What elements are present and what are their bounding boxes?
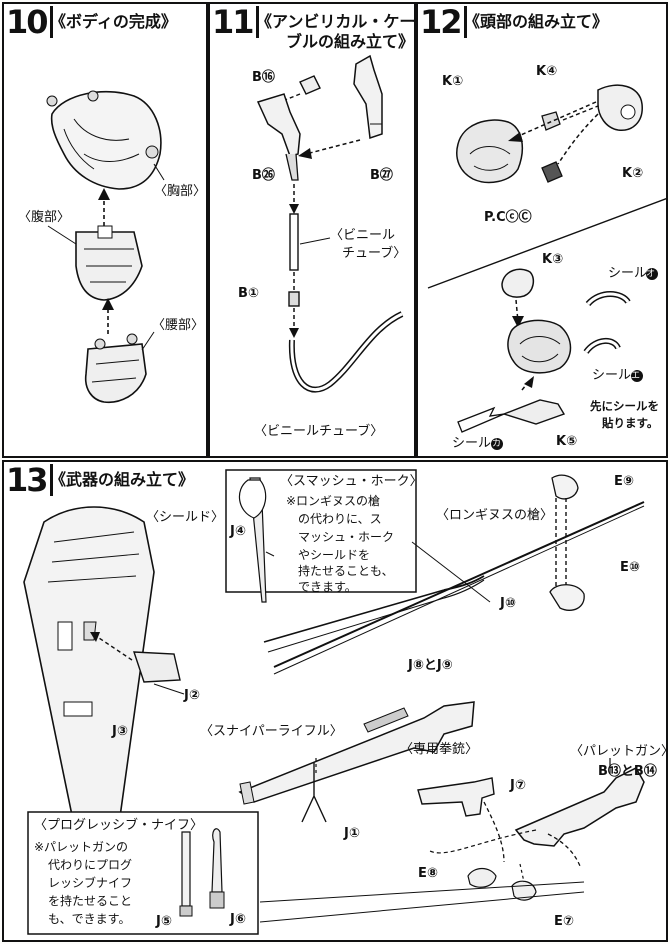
- label-j2: J②: [184, 688, 200, 703]
- step-title-line2: ブルの組み立て》: [286, 32, 415, 51]
- knife-note-line3: レッシブナイフ: [48, 876, 133, 890]
- head-assembly-illustration: [427, 84, 666, 450]
- label-j5: J⑤: [156, 914, 172, 929]
- label-e8: E⑧: [418, 866, 438, 881]
- knife-note-line1: ※パレットガンの: [34, 840, 129, 854]
- label-b1: B①: [238, 286, 259, 301]
- label-k1: K①: [442, 74, 464, 89]
- step-10-panel: 10 《ボディの完成》 〈胸部〉 〈腹部〉 〈腰部〉: [2, 2, 208, 458]
- hawk-note-line2: の代わりに、ス: [298, 512, 382, 526]
- label-e9: E⑨: [614, 474, 634, 489]
- label-j8-j9: J⑧とJ⑨: [408, 658, 453, 673]
- step-13-panel: 13 《武器の組み立て》 〈シールド〉 J② J③ 〈スマッシュ・ホーク〉 J④…: [2, 460, 668, 942]
- step-12-panel: 12 《頭部の組み立て》 K① K④ K② P.CⓒⒸ K③ シール オ シール…: [416, 2, 668, 458]
- label-pcc: P.CⓒⒸ: [484, 210, 532, 225]
- label-j4: J④: [230, 524, 246, 539]
- label-j6: J⑥: [230, 912, 246, 927]
- label-waist: 〈腰部〉: [152, 318, 205, 333]
- label-k2: K②: [622, 166, 644, 181]
- label-seal-o: シール: [608, 266, 648, 281]
- label-progressive-knife: 〈プログレッシブ・ナイフ〉: [34, 818, 204, 833]
- step-number: 13: [6, 464, 53, 496]
- label-pallet-gun: 〈パレットガン〉: [570, 744, 668, 759]
- body-assembly-illustration: [46, 90, 165, 404]
- label-j3: J③: [112, 724, 128, 739]
- label-seal-ka: シール: [452, 436, 492, 451]
- umbilical-cable-illustration: [256, 54, 404, 393]
- step-title: 《頭部の組み立て》: [464, 12, 609, 31]
- label-k5: K⑤: [556, 434, 578, 449]
- hawk-note-line1: ※ロンギヌスの槍: [286, 494, 381, 508]
- step-11-panel: 11 《アンビリカル・ケー ブルの組み立て》 B⑯ B㉖ B㉗ 〈ビニール チュ…: [208, 2, 416, 458]
- knife-note-line5: も、できます。: [48, 912, 131, 926]
- label-k3: K③: [542, 252, 564, 267]
- hawk-note-line5: 持たせることも、: [298, 564, 394, 578]
- hawk-note-line3: マッシュ・ホーク: [298, 530, 395, 544]
- label-seal-ka-mark: カ: [492, 439, 502, 449]
- label-j10: J⑩: [500, 596, 516, 611]
- note-seal-first-line2: 貼ります。: [602, 416, 659, 430]
- hawk-note-line4: やシールドを: [298, 548, 371, 562]
- step-number: 10: [6, 6, 53, 38]
- label-abdomen: 〈腹部〉: [18, 210, 71, 225]
- label-b26: B㉖: [252, 168, 275, 183]
- label-b27: B㉗: [370, 168, 393, 183]
- label-smash-hawk: 〈スマッシュ・ホーク〉: [280, 474, 423, 489]
- label-chest: 〈胸部〉: [154, 184, 207, 199]
- label-special-pistol: 〈専用拳銃〉: [400, 742, 479, 757]
- label-vinyl-tube-line1: 〈ビニール: [330, 228, 396, 243]
- label-vinyl-tube-bottom: 〈ビニールチューブ〉: [254, 424, 384, 439]
- label-sniper-rifle: 〈スナイパーライフル〉: [200, 724, 343, 739]
- label-seal-e: シール: [592, 368, 632, 383]
- step-title: 《ボディの完成》: [50, 12, 177, 31]
- label-longinus-lance: 〈ロンギヌスの槍〉: [436, 508, 554, 523]
- knife-note-line2: 代わりにプログ: [48, 858, 133, 872]
- step-number: 12: [420, 6, 467, 38]
- step-title: 《武器の組み立て》: [50, 470, 195, 489]
- step-title-line1: 《アンビリカル・ケー: [256, 12, 416, 31]
- label-vinyl-tube-line2: チューブ〉: [342, 246, 407, 261]
- label-j1: J①: [344, 826, 360, 841]
- note-seal-first-line1: 先にシールを: [590, 399, 659, 413]
- label-seal-e-mark: エ: [631, 371, 641, 381]
- label-j7: J⑦: [510, 778, 526, 793]
- knife-note-line4: を持たせること: [48, 894, 133, 908]
- label-b13-b14: B⑬とB⑭: [598, 764, 657, 779]
- hawk-note-line6: できます。: [298, 580, 357, 594]
- weapons-assembly-illustration: [23, 469, 645, 935]
- label-k4: K④: [536, 64, 558, 79]
- label-seal-o-mark: オ: [646, 269, 656, 279]
- label-b16: B⑯: [252, 70, 275, 85]
- step-number: 11: [212, 6, 259, 38]
- label-shield: 〈シールド〉: [146, 510, 225, 525]
- label-e7: E⑦: [554, 914, 574, 929]
- label-e10: E⑩: [620, 560, 640, 575]
